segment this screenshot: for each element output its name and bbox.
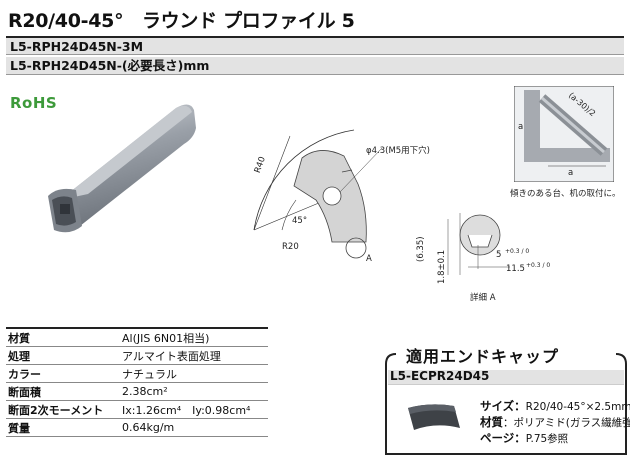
spec-value: アルマイト表面処理 xyxy=(120,346,268,365)
assembly-label-a-horizontal: a xyxy=(568,168,574,178)
table-row: 処理アルマイト表面処理 xyxy=(6,346,268,365)
endcap-title-bg xyxy=(402,344,592,366)
dim-635: (6.35) xyxy=(416,236,426,262)
dim-115: 11.5 xyxy=(506,264,525,274)
cross-section-drawing xyxy=(253,129,383,259)
endcap-size-value: R20/40-45°×2.5mm xyxy=(525,401,630,413)
spec-value: 2.38cm² xyxy=(120,382,268,401)
dim-5: 5 xyxy=(496,250,502,260)
dim-115-tol: +0.3 / 0 xyxy=(526,262,551,269)
hole-label: φ4.3(M5用下穴) xyxy=(366,146,430,156)
spec-key: 断面2次モーメント xyxy=(6,400,120,419)
rohs-badge: RoHS xyxy=(10,94,58,112)
table-row: カラーナチュラル xyxy=(6,364,268,383)
endcap-material-label: 材質 xyxy=(480,415,503,429)
spec-value: Ix:1.26cm⁴ Iy:0.98cm⁴ xyxy=(120,400,268,419)
assembly-label-a-vertical: a xyxy=(518,122,524,132)
spec-key: 処理 xyxy=(6,346,120,365)
spec-value: Al(JIS 6N01相当) xyxy=(120,327,268,347)
detail-caption: 詳細 A xyxy=(470,293,496,303)
spec-key: 質量 xyxy=(6,418,120,437)
section-marker: A xyxy=(366,254,372,264)
spec-value: ナチュラル xyxy=(120,364,268,383)
spec-key: 材質 xyxy=(6,327,120,347)
product-code-fixed: L5-RPH24D45N-3M xyxy=(6,36,624,55)
endcap-page-value: P.75参照 xyxy=(525,433,569,445)
dim-5-tol: +0.3 / 0 xyxy=(505,248,530,255)
profile-photo xyxy=(48,104,196,233)
detail-a-drawing xyxy=(447,213,510,275)
endcap-image xyxy=(408,404,460,430)
product-code-custom: L5-RPH24D45N-(必要長さ)mm xyxy=(6,57,624,75)
endcap-frame xyxy=(385,353,627,455)
assembly-note: 傾きのある台、机の取付に。 xyxy=(510,189,621,199)
endcap-title: 適用エンドキャップ xyxy=(406,347,560,366)
assembly-photo xyxy=(514,86,614,182)
spec-key: 断面積 xyxy=(6,382,120,401)
spec-key: カラー xyxy=(6,364,120,383)
dim-18: 1.8±0.1 xyxy=(437,249,447,284)
endcap-material-value: ：ポリアミド(ガラス繊維強化) xyxy=(503,417,630,429)
spec-value: 0.64kg/m xyxy=(120,418,268,437)
radius-inner-label: R20 xyxy=(282,242,299,252)
endcap-size-label: サイズ： xyxy=(480,399,526,413)
angle-label: 45° xyxy=(292,216,308,226)
page-title: R20/40-45° ラウンド プロファイル 5 xyxy=(8,10,355,32)
endcap-code: L5-ECPR24D45 xyxy=(390,369,490,383)
endcap-page-label: ページ： xyxy=(480,431,526,445)
